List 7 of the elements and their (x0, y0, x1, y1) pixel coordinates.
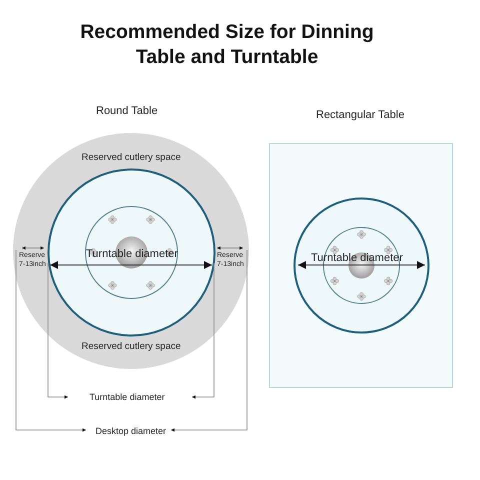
zone-label: Reserved cutlery space (82, 340, 181, 352)
zone-label: Reserved cutlery space (82, 152, 181, 163)
title: Recommended Size for Dinning Table and Turntable (79, 20, 375, 70)
dimension-label: Turntable diameter (90, 392, 165, 402)
table-heading: Round Table (96, 104, 158, 118)
dimension-label: Desktop diameter (96, 426, 166, 436)
table-heading: Rectangular Table (316, 108, 404, 122)
